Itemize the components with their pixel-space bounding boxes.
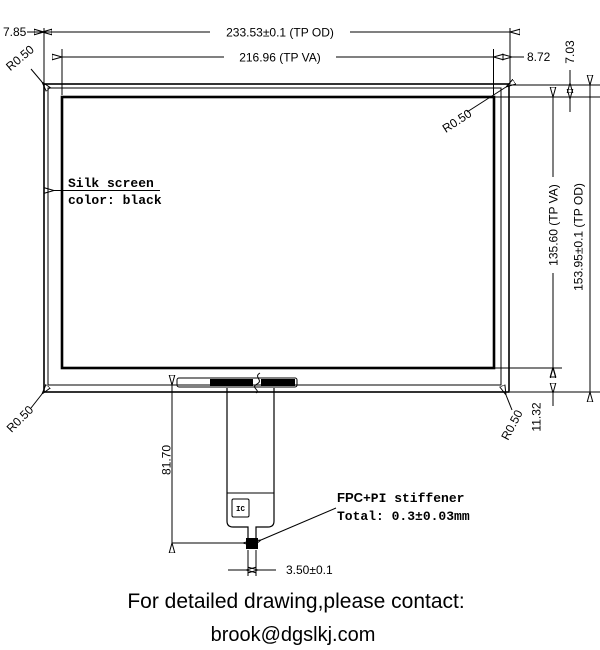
dim-margin-bottom: 11.32 (530, 354, 554, 432)
margin-bottom-label: 11.32 (530, 402, 544, 431)
margin-right-label: 8.72 (527, 50, 551, 64)
od-width-label: 233.53±0.1 (TP OD) (226, 26, 334, 40)
bond-bar-left (210, 379, 253, 386)
dim-margin-left: 7.85 (3, 25, 42, 39)
radius-top-left: R0.50 (3, 42, 42, 82)
dim-va-width: 216.96 (TP VA) (62, 49, 494, 95)
tp-od-rect (43, 83, 510, 393)
ic-label: IC (236, 506, 246, 514)
dim-od-height: 153.95±0.1 (TP OD) (572, 85, 591, 392)
tp-va-rect (60, 95, 496, 370)
fpc-note-bold: FPC (337, 490, 364, 505)
va-width-label: 216.96 (TP VA) (239, 51, 321, 65)
dim-va-height: 135.60 (TP VA) (546, 97, 561, 368)
va-height-label: 135.60 (TP VA) (547, 184, 561, 266)
tp-glass-rect (47, 87, 502, 386)
footer-contact: For detailed drawing,please contact: bro… (127, 590, 464, 646)
svg-text:FPC+PI stiffener: FPC+PI stiffener (337, 490, 464, 506)
fpc-tail: IC (176, 372, 298, 549)
radius-label: R0.50 (3, 42, 37, 74)
margin-left-label: 7.85 (3, 25, 27, 39)
bond-bar-right (261, 379, 295, 386)
silk-screen-note: Silk screen color: black (54, 176, 162, 208)
od-height-label: 153.95±0.1 (TP OD) (572, 183, 586, 291)
contact-email: brook@dgslkj.com (211, 624, 376, 646)
radius-top-right: R0.50 (440, 87, 506, 136)
fpc-tail-width-label: 3.50±0.1 (286, 563, 333, 577)
dim-fpc-tail-width: 3.50±0.1 (228, 550, 333, 577)
fpc-stiffener-note: FPC+PI stiffener Total: 0.3±0.03mm (261, 490, 470, 540)
dim-fpc-length: 81.70 (160, 385, 244, 543)
margin-top-label: 7.03 (563, 40, 577, 64)
radius-label: R0.50 (498, 407, 526, 442)
dim-margin-top: 7.03 (563, 40, 577, 112)
fpc-tail-outline (226, 388, 275, 538)
fpc-note-rest: +PI stiffener (363, 491, 464, 506)
bond-area-outline (176, 377, 298, 388)
break-squiggle (254, 372, 261, 394)
ic-box (231, 498, 250, 518)
radius-bottom-right: R0.50 (498, 395, 526, 442)
contact-text: For detailed drawing,please contact: (127, 590, 464, 613)
silk-note-line2: color: black (68, 193, 162, 208)
fpc-connector-tip (246, 538, 258, 549)
silk-note-line1: Silk screen (68, 176, 154, 191)
panel-outlines (43, 83, 510, 393)
fpc-total-label: Total: 0.3±0.03mm (337, 509, 470, 524)
radius-bottom-left: R0.50 (4, 394, 42, 435)
fpc-length-label: 81.70 (160, 445, 174, 475)
dim-margin-right: 8.72 (512, 50, 551, 64)
